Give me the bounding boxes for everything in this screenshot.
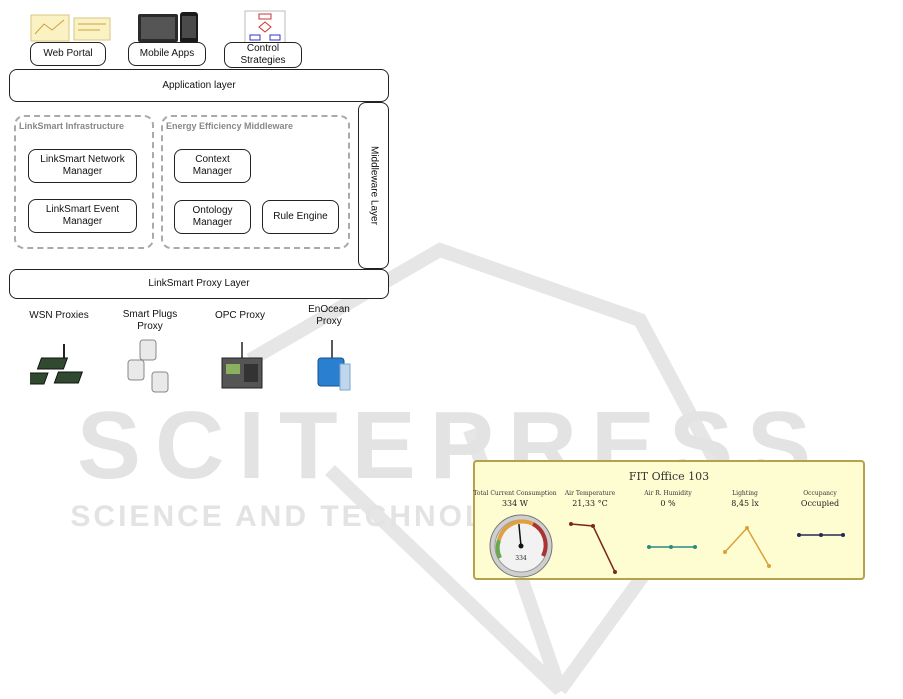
linksmart-infrastructure-group (14, 115, 154, 249)
proxy-layer-label: LinkSmart Proxy Layer (148, 278, 250, 289)
ontology-manager-box: Ontology Manager (174, 200, 251, 234)
linksmart-infrastructure-title: LinkSmart Infrastructure (19, 121, 125, 131)
energy-efficiency-middleware-title: Energy Efficiency Middleware (166, 121, 294, 131)
event-manager-label: LinkSmart Event Manager (45, 204, 120, 227)
context-manager-box: Context Manager (174, 149, 251, 183)
lighting-sparkline (723, 526, 771, 568)
network-manager-label: LinkSmart Network Manager (40, 154, 125, 177)
web-portal-label: Web Portal (43, 48, 93, 59)
gauge-needle (518, 524, 522, 547)
enocean-proxy-label: EnOcean Proxy (308, 304, 350, 327)
mobile-apps-thumbnail (138, 12, 198, 44)
smart-plugs-proxy-label: Smart Plugs Proxy (122, 309, 178, 332)
consumption-title: Total Current Consumption (473, 490, 557, 497)
mobile-apps-box: Mobile Apps (128, 42, 206, 66)
middleware-layer-label: Middleware Layer (368, 146, 380, 225)
consumption-gauge: 334 (489, 514, 553, 578)
middleware-layer: Middleware Layer (358, 102, 389, 269)
humidity-value: 0 % (660, 499, 676, 508)
gauge-readout: 334 (515, 555, 527, 562)
occupancy-title: Occupancy (803, 490, 837, 497)
web-portal-thumbnail (30, 14, 111, 42)
smart-plugs-icon (127, 339, 169, 393)
temperature-value: 21,33 °C (572, 499, 608, 508)
temperature-title: Air Temperature (564, 490, 616, 497)
control-strategies-thumbnail (244, 10, 286, 44)
network-manager-box: LinkSmart Network Manager (28, 149, 137, 183)
opc-plc-icon (221, 342, 263, 389)
proxy-layer: LinkSmart Proxy Layer (9, 269, 389, 299)
dashboard-title: FIT Office 103 (628, 470, 710, 483)
opc-proxy-label: OPC Proxy (214, 310, 265, 321)
occupancy-value: Occupied (800, 499, 840, 508)
ontology-manager-label: Ontology Manager (192, 205, 233, 228)
control-strategies-box: Control Strategies (224, 42, 302, 68)
wsn-proxies-label: WSN Proxies (29, 310, 89, 321)
humidity-sparkline (647, 545, 697, 549)
web-portal-box: Web Portal (30, 42, 106, 66)
mobile-apps-label: Mobile Apps (139, 48, 195, 59)
temperature-sparkline (569, 522, 617, 574)
office-dashboard: FIT Office 103 Total Current Consumption… (473, 460, 865, 580)
rule-engine-label: Rule Engine (273, 211, 328, 222)
application-layer: Application layer (9, 69, 389, 102)
rule-engine-box: Rule Engine (262, 200, 339, 234)
control-strategies-label: Control Strategies (240, 43, 286, 66)
enocean-device-icon (317, 340, 351, 391)
humidity-title: Air R. Humidity (644, 490, 692, 497)
event-manager-box: LinkSmart Event Manager (28, 199, 137, 233)
consumption-value: 334 W (501, 499, 529, 508)
context-manager-label: Context Manager (192, 154, 233, 177)
occupancy-sparkline (797, 533, 845, 537)
wsn-devices-icon (30, 344, 84, 385)
lighting-title: Lighting (732, 490, 758, 497)
energy-efficiency-middleware-group (161, 115, 350, 249)
lighting-value: 8,45 lx (731, 499, 759, 508)
application-layer-label: Application layer (162, 79, 236, 91)
